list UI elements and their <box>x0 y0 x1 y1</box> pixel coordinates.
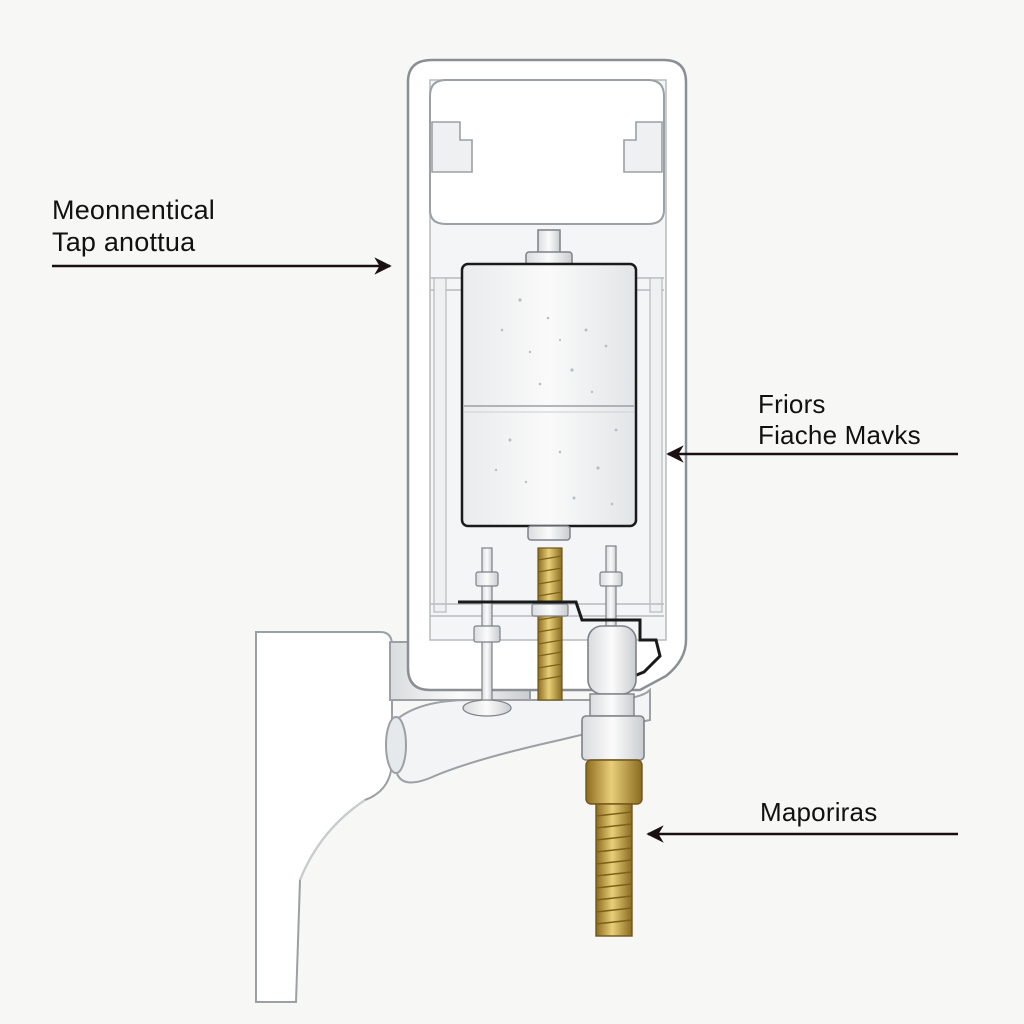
wall-bracket <box>255 631 393 1003</box>
callout-label-bottom-right: Maporiras <box>760 797 878 827</box>
callout-label-top-left-line1: Meonnentical <box>52 195 216 225</box>
callout-label-right-line1: Friors <box>758 389 826 419</box>
cartridge-cylinder <box>460 262 638 541</box>
callout-label-right-line2: Fiache Mavks <box>758 420 921 450</box>
brass-stem <box>531 547 569 701</box>
callout-label-top-left-line2: Tap anottua <box>52 227 196 257</box>
speckle-texture <box>494 298 618 506</box>
brass-outlet <box>585 759 643 937</box>
valve-body <box>458 600 662 761</box>
threaded-rods <box>462 545 623 717</box>
